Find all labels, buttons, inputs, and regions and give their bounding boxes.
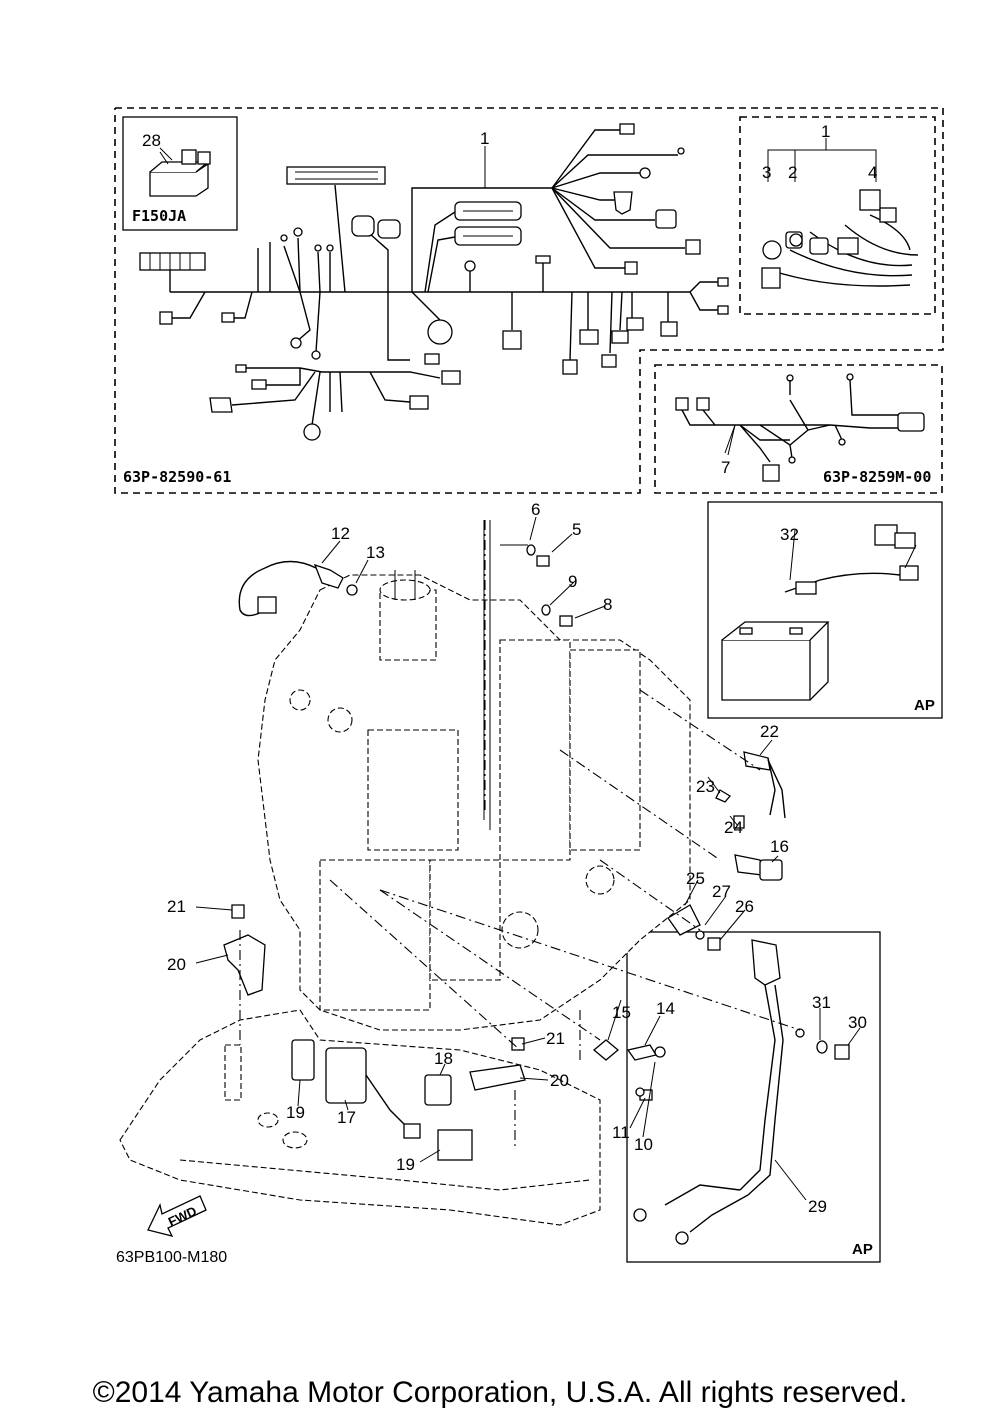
callout-20-upper: 20 — [167, 955, 186, 974]
callout-27: 27 — [712, 882, 731, 901]
callout-14: 14 — [656, 999, 675, 1018]
sub-harness-box — [654, 364, 943, 494]
callout-25: 25 — [686, 869, 705, 888]
callout-1-option: 1 — [821, 122, 830, 141]
callout-23: 23 — [696, 777, 715, 796]
callout-leaders — [159, 146, 861, 1201]
callout-19-left: 19 — [286, 1103, 305, 1122]
callout-30: 30 — [848, 1013, 867, 1032]
model-box — [122, 116, 238, 231]
battery-assembly — [721, 524, 919, 701]
battery-cable-29 — [633, 939, 850, 1245]
ap-label-battery: AP — [914, 697, 935, 714]
callout-1: 1 — [480, 129, 489, 148]
callout-4: 4 — [868, 163, 877, 182]
small-parts — [223, 544, 786, 1161]
engine-block — [257, 520, 691, 1031]
callout-7: 7 — [721, 458, 730, 477]
fwd-label: FWD — [166, 1203, 199, 1229]
model-code: F150JA — [132, 207, 186, 225]
connector-28 — [149, 149, 211, 197]
sub-harness-option-box — [739, 116, 936, 315]
callout-21-lower: 21 — [546, 1029, 565, 1048]
sub-harness-part-number: 63P-8259M-00 — [823, 468, 931, 486]
callout-12: 12 — [331, 524, 350, 543]
callout-3: 3 — [762, 163, 771, 182]
callout-numbers: 28 1 1 3 2 4 7 12 13 6 5 9 8 32 22 23 24… — [142, 122, 877, 1216]
callout-10: 10 — [634, 1135, 653, 1154]
sub-harness-7 — [675, 373, 925, 482]
callout-15: 15 — [612, 1003, 631, 1022]
callout-20-lower: 20 — [550, 1071, 569, 1090]
callout-17: 17 — [337, 1108, 356, 1127]
fwd-arrow: FWD — [147, 1195, 207, 1237]
callout-9: 9 — [568, 572, 577, 591]
copyright-notice: ©2014 Yamaha Motor Corporation, U.S.A. A… — [92, 1376, 908, 1409]
callout-6: 6 — [531, 500, 540, 519]
callout-19-right: 19 — [396, 1155, 415, 1174]
callout-13: 13 — [366, 543, 385, 562]
callout-22: 22 — [760, 722, 779, 741]
callout-8: 8 — [603, 595, 612, 614]
callout-16: 16 — [770, 837, 789, 856]
bottom-cowling — [119, 1009, 601, 1226]
callout-28: 28 — [142, 131, 161, 150]
callout-18: 18 — [434, 1049, 453, 1068]
leader-lines — [239, 520, 801, 1150]
callout-26: 26 — [735, 897, 754, 916]
callout-31: 31 — [812, 993, 831, 1012]
main-wire-harness — [139, 123, 729, 441]
battery-cable-box — [626, 931, 881, 1263]
callout-5: 5 — [572, 520, 581, 539]
callout-21-upper: 21 — [167, 897, 186, 916]
callout-29: 29 — [808, 1197, 827, 1216]
callout-24: 24 — [724, 818, 743, 837]
callout-11: 11 — [612, 1123, 630, 1142]
diagram-code: 63PB100-M180 — [116, 1249, 227, 1266]
sub-harness-option — [761, 138, 919, 289]
harness-frame — [114, 107, 944, 494]
callout-32: 32 — [780, 525, 799, 544]
battery-box — [707, 501, 943, 719]
harness-part-number: 63P-82590-61 — [123, 468, 231, 486]
callout-2: 2 — [788, 163, 797, 182]
ap-label-cable: AP — [852, 1241, 873, 1258]
